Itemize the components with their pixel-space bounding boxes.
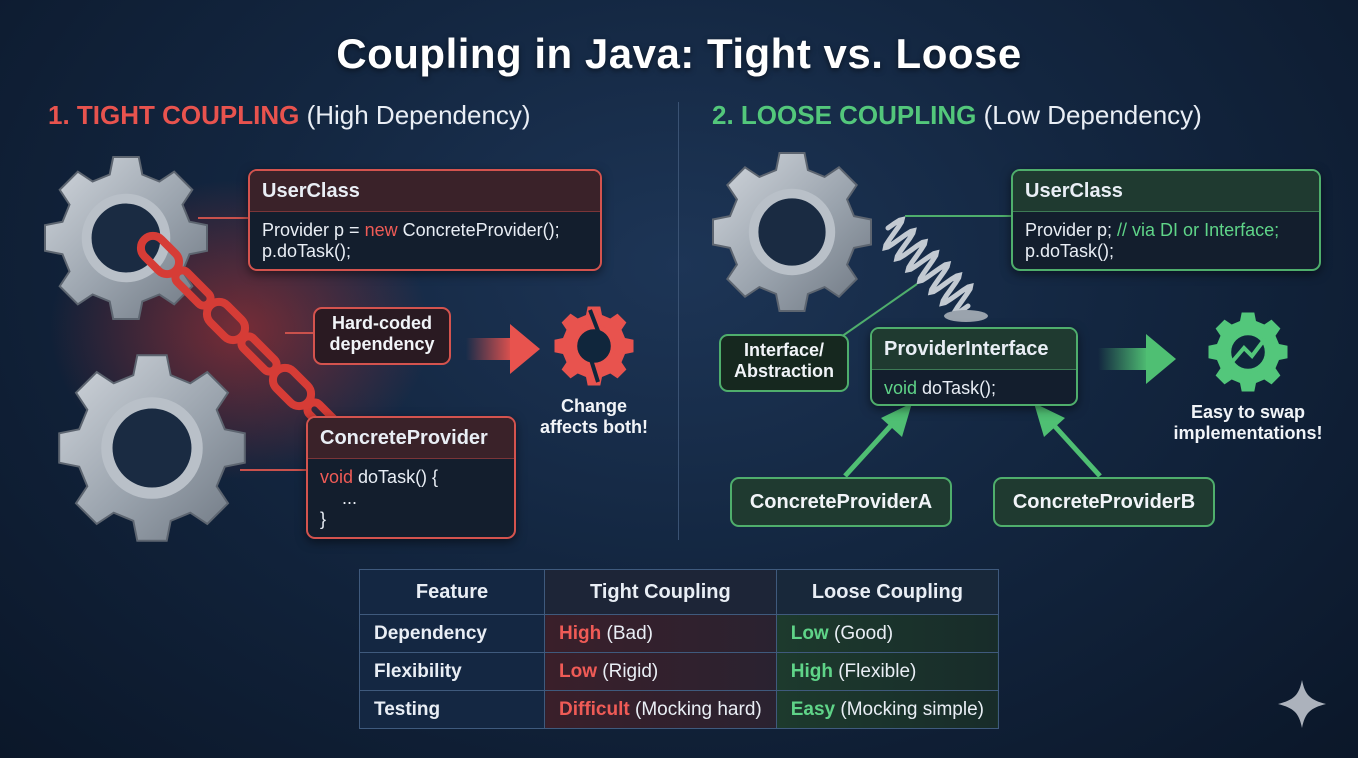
cell-loose: Easy (Mocking simple) bbox=[775, 690, 1000, 729]
code-text: doTask(); bbox=[917, 378, 997, 398]
cell-rest: (Rigid) bbox=[597, 660, 659, 682]
code-text: ... bbox=[342, 488, 358, 508]
cell-rest: (Bad) bbox=[601, 622, 653, 644]
table-row: Testing Difficult (Mocking hard) Easy (M… bbox=[359, 690, 1000, 729]
cell-rest: (Mocking simple) bbox=[835, 698, 984, 720]
tight-userclass-name: UserClass bbox=[250, 171, 600, 212]
cell-rest: (Good) bbox=[828, 622, 894, 644]
tight-heading: 1. TIGHT COUPLING (High Dependency) bbox=[48, 100, 531, 131]
cell-loose: Low (Good) bbox=[775, 614, 1000, 653]
tight-consequence: Change affects both! bbox=[520, 396, 668, 438]
cell-loose: High (Flexible) bbox=[775, 652, 1000, 691]
code-text: } bbox=[320, 509, 327, 529]
loose-userclass-name: UserClass bbox=[1013, 171, 1319, 212]
label-line: Interface/ bbox=[743, 340, 825, 360]
cell-feature: Dependency bbox=[359, 614, 545, 653]
header-loose: Loose Coupling bbox=[775, 569, 1000, 615]
header-feature: Feature bbox=[359, 569, 545, 615]
cell-tight: Low (Rigid) bbox=[544, 652, 777, 691]
label-line: Abstraction bbox=[733, 361, 834, 381]
cell-strong: Low bbox=[790, 622, 829, 644]
provider-interface-name: ProviderInterface bbox=[872, 329, 1076, 370]
arrow-icon bbox=[466, 324, 540, 374]
cell-rest: (Flexible) bbox=[832, 660, 917, 682]
provider-interface-code: void doTask(); bbox=[872, 370, 1076, 407]
code-text: doTask() { bbox=[353, 467, 439, 487]
cell-strong: Low bbox=[559, 660, 597, 682]
tight-provider-code: void doTask() { ... } bbox=[308, 459, 514, 538]
comparison-table: Feature Tight Coupling Loose Coupling De… bbox=[359, 569, 1000, 729]
section-divider bbox=[678, 102, 679, 540]
label-line: dependency bbox=[329, 334, 435, 354]
loose-userclass-code: Provider p; // via DI or Interface; p.do… bbox=[1013, 212, 1319, 270]
broken-gear-icon bbox=[554, 306, 634, 386]
code-comment: // via DI or Interface; bbox=[1117, 220, 1280, 240]
loose-heading-strong: 2. LOOSE COUPLING bbox=[712, 100, 977, 130]
cell-tight: Difficult (Mocking hard) bbox=[544, 690, 777, 729]
cell-strong: High bbox=[559, 622, 602, 644]
label-line: Hard-coded bbox=[331, 313, 432, 333]
caption-line: Easy to swap bbox=[1190, 402, 1306, 422]
caption-line: implementations! bbox=[1173, 423, 1323, 443]
sparkle-icon bbox=[1278, 680, 1326, 728]
code-text: p.doTask(); bbox=[262, 241, 352, 261]
growth-gear-icon bbox=[1208, 312, 1288, 392]
tight-provider-box: ConcreteProvider void doTask() { ... } bbox=[306, 416, 516, 539]
tight-heading-rest: (High Dependency) bbox=[306, 100, 531, 130]
gear-icon bbox=[58, 354, 246, 542]
cell-strong: Easy bbox=[790, 698, 836, 720]
hard-coded-label: Hard-coded dependency bbox=[313, 307, 451, 365]
arrow-icon bbox=[1098, 334, 1176, 384]
provider-interface-box: ProviderInterface void doTask(); bbox=[870, 327, 1078, 406]
impl-a-box: ConcreteProviderA bbox=[730, 477, 952, 527]
tight-userclass-box: UserClass Provider p = new ConcreteProvi… bbox=[248, 169, 602, 271]
table-row: Flexibility Low (Rigid) High (Flexible) bbox=[359, 652, 1000, 691]
cell-feature: Testing bbox=[359, 690, 545, 729]
code-text: p.doTask(); bbox=[1025, 241, 1115, 261]
gear-icon bbox=[712, 152, 872, 312]
cell-rest: (Mocking hard) bbox=[629, 698, 762, 720]
caption-line: Change bbox=[560, 396, 627, 416]
loose-consequence: Easy to swap implementations! bbox=[1160, 402, 1336, 444]
cell-feature: Flexibility bbox=[359, 652, 545, 691]
code-text: Provider p; bbox=[1025, 220, 1118, 240]
header-tight: Tight Coupling bbox=[544, 569, 777, 615]
arrow-icon bbox=[843, 403, 912, 478]
code-keyword: void bbox=[320, 467, 354, 487]
cell-tight: High (Bad) bbox=[544, 614, 777, 653]
gear-icon bbox=[44, 156, 208, 320]
caption-line: affects both! bbox=[540, 417, 648, 437]
table-header-row: Feature Tight Coupling Loose Coupling bbox=[359, 569, 1000, 615]
tight-provider-name: ConcreteProvider bbox=[308, 418, 514, 459]
tight-userclass-code: Provider p = new ConcreteProvider(); p.d… bbox=[250, 212, 600, 270]
code-text: ConcreteProvider(); bbox=[397, 220, 560, 240]
impl-b-box: ConcreteProviderB bbox=[993, 477, 1215, 527]
cell-strong: Difficult bbox=[559, 698, 630, 720]
cell-strong: High bbox=[790, 660, 833, 682]
loose-userclass-box: UserClass Provider p; // via DI or Inter… bbox=[1011, 169, 1321, 271]
loose-heading-rest: (Low Dependency) bbox=[983, 100, 1202, 130]
code-text: Provider p = bbox=[262, 220, 365, 240]
page-title: Coupling in Java: Tight vs. Loose bbox=[336, 30, 1022, 77]
code-keyword: new bbox=[364, 220, 398, 240]
arrow-icon bbox=[1034, 403, 1102, 478]
loose-heading: 2. LOOSE COUPLING (Low Dependency) bbox=[712, 100, 1202, 131]
tight-heading-strong: 1. TIGHT COUPLING bbox=[48, 100, 300, 130]
table-row: Dependency High (Bad) Low (Good) bbox=[359, 614, 1000, 653]
spring-icon bbox=[882, 216, 988, 322]
code-keyword: void bbox=[884, 378, 918, 398]
interface-label: Interface/ Abstraction bbox=[719, 334, 849, 392]
